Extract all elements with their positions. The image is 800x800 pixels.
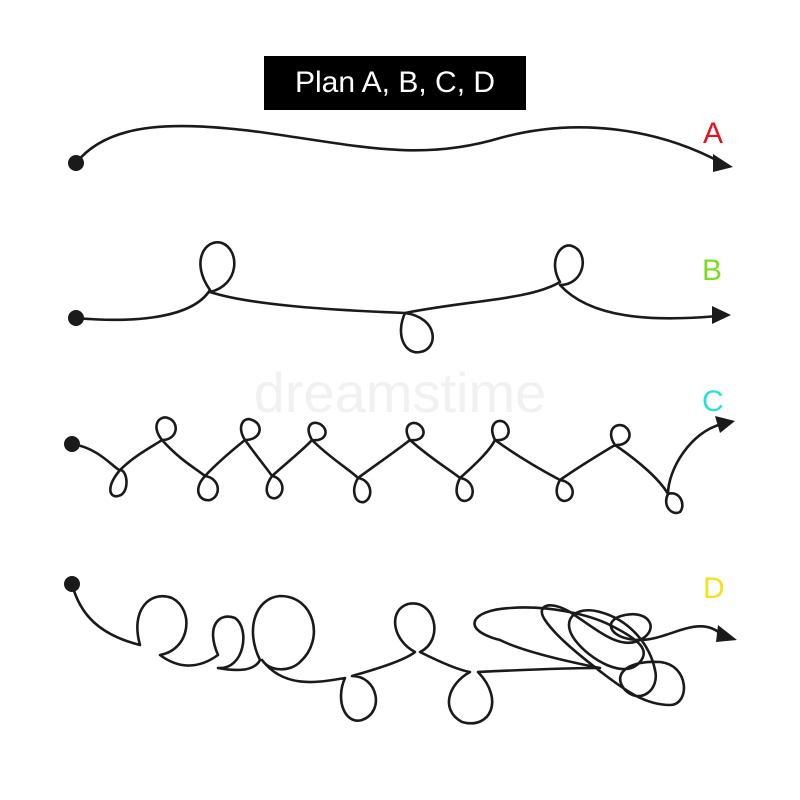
plan-b-label: B bbox=[702, 254, 722, 287]
plan-a-label: A bbox=[703, 117, 723, 150]
plan-b: B bbox=[68, 241, 731, 354]
plan-a-path bbox=[74, 124, 722, 165]
watermark: dreamstime bbox=[254, 361, 547, 424]
plan-c-label: C bbox=[702, 385, 724, 418]
plan-a-arrowhead bbox=[713, 154, 733, 172]
plan-d-path bbox=[70, 582, 725, 725]
plan-c-path bbox=[70, 416, 724, 515]
plan-d-arrowhead bbox=[716, 625, 737, 642]
diagram-title: Plan A, B, C, D bbox=[264, 56, 526, 110]
plan-d-label: D bbox=[703, 572, 725, 605]
plan-b-arrowhead bbox=[712, 306, 731, 324]
plan-c: C bbox=[64, 385, 735, 515]
plan-b-path bbox=[74, 241, 720, 354]
plan-a: A bbox=[68, 117, 733, 172]
plan-c-arrowhead bbox=[715, 416, 735, 433]
plan-d: D bbox=[64, 572, 737, 725]
